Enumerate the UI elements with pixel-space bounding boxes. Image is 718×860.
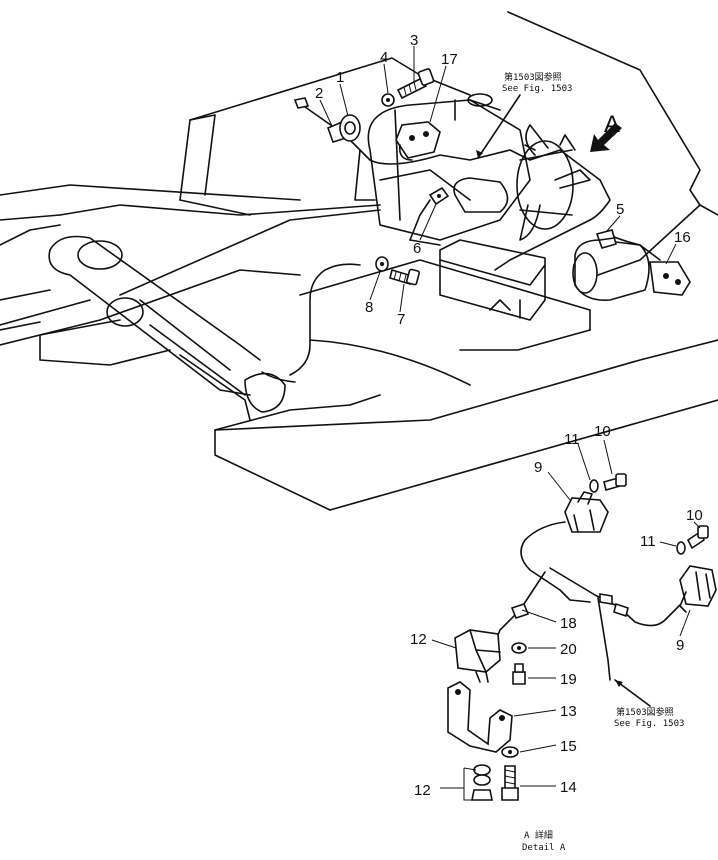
part-2-plug — [293, 97, 347, 143]
callout-14: 14 — [560, 779, 577, 796]
part-5-connector — [595, 229, 617, 249]
callout-4: 4 — [380, 49, 388, 66]
wiring-harness-upper — [261, 134, 661, 383]
reference-bottom-jp: 第1503図参照 — [616, 706, 674, 718]
callout-15: 15 — [560, 738, 577, 755]
part-8-washer — [375, 256, 389, 272]
callout-7: 7 — [397, 311, 405, 328]
reference-note-top: 第1503図参照 See Fig. 1503 — [476, 71, 572, 159]
reference-top-en: See Fig. 1503 — [502, 84, 572, 94]
reference-note-bottom: 第1503図参照 See Fig. 1503 — [614, 679, 684, 729]
leader-lines-detail — [431, 439, 701, 801]
callout-11-right: 11 — [640, 533, 656, 550]
detail-a-assembly — [447, 473, 717, 801]
callouts-detail: 11 10 9 10 11 9 18 12 20 19 13 15 12 14 — [410, 423, 703, 799]
leader-lines-upper — [319, 46, 677, 313]
callout-17: 17 — [441, 51, 458, 68]
machine-body-outline — [0, 11, 718, 511]
part-6-clip — [428, 186, 450, 206]
detail-caption-jp: A 詳細 — [524, 829, 553, 841]
callout-5: 5 — [616, 201, 624, 218]
callout-8: 8 — [365, 299, 373, 316]
lift-cylinders — [0, 209, 381, 421]
callout-16: 16 — [674, 229, 691, 246]
view-arrow-a: A — [590, 111, 622, 152]
callouts-upper: 1 2 3 4 17 5 16 6 8 7 — [315, 32, 691, 328]
detail-caption-en: Detail A — [522, 843, 566, 853]
callout-2: 2 — [315, 85, 323, 102]
callout-19: 19 — [560, 671, 577, 688]
callout-13: 13 — [560, 703, 577, 720]
callout-10: 10 — [594, 423, 611, 440]
view-arrow-label: A — [604, 111, 620, 138]
reference-bottom-en: See Fig. 1503 — [614, 719, 684, 729]
callout-3: 3 — [410, 32, 418, 49]
callout-20: 20 — [560, 641, 577, 658]
callout-11: 11 — [564, 431, 580, 448]
callout-6: 6 — [413, 240, 421, 257]
part-4-washer — [381, 93, 395, 107]
callout-10-right: 10 — [686, 507, 703, 524]
engine-block — [354, 93, 650, 321]
callout-12-lower: 12 — [414, 782, 431, 799]
part-3-bolt — [396, 68, 435, 100]
reference-top-jp: 第1503図参照 — [504, 71, 562, 83]
callout-1: 1 — [336, 69, 344, 86]
callout-9: 9 — [534, 459, 542, 476]
part-16-lamp — [649, 261, 691, 296]
callout-12: 12 — [410, 631, 427, 648]
part-17-lamp-housing — [395, 121, 441, 161]
callout-18: 18 — [560, 615, 577, 632]
callout-9-right: 9 — [676, 637, 684, 654]
part-7-bolt — [389, 268, 420, 286]
part-1-lamp — [339, 114, 361, 142]
detail-caption: A 詳細 Detail A — [522, 829, 566, 853]
